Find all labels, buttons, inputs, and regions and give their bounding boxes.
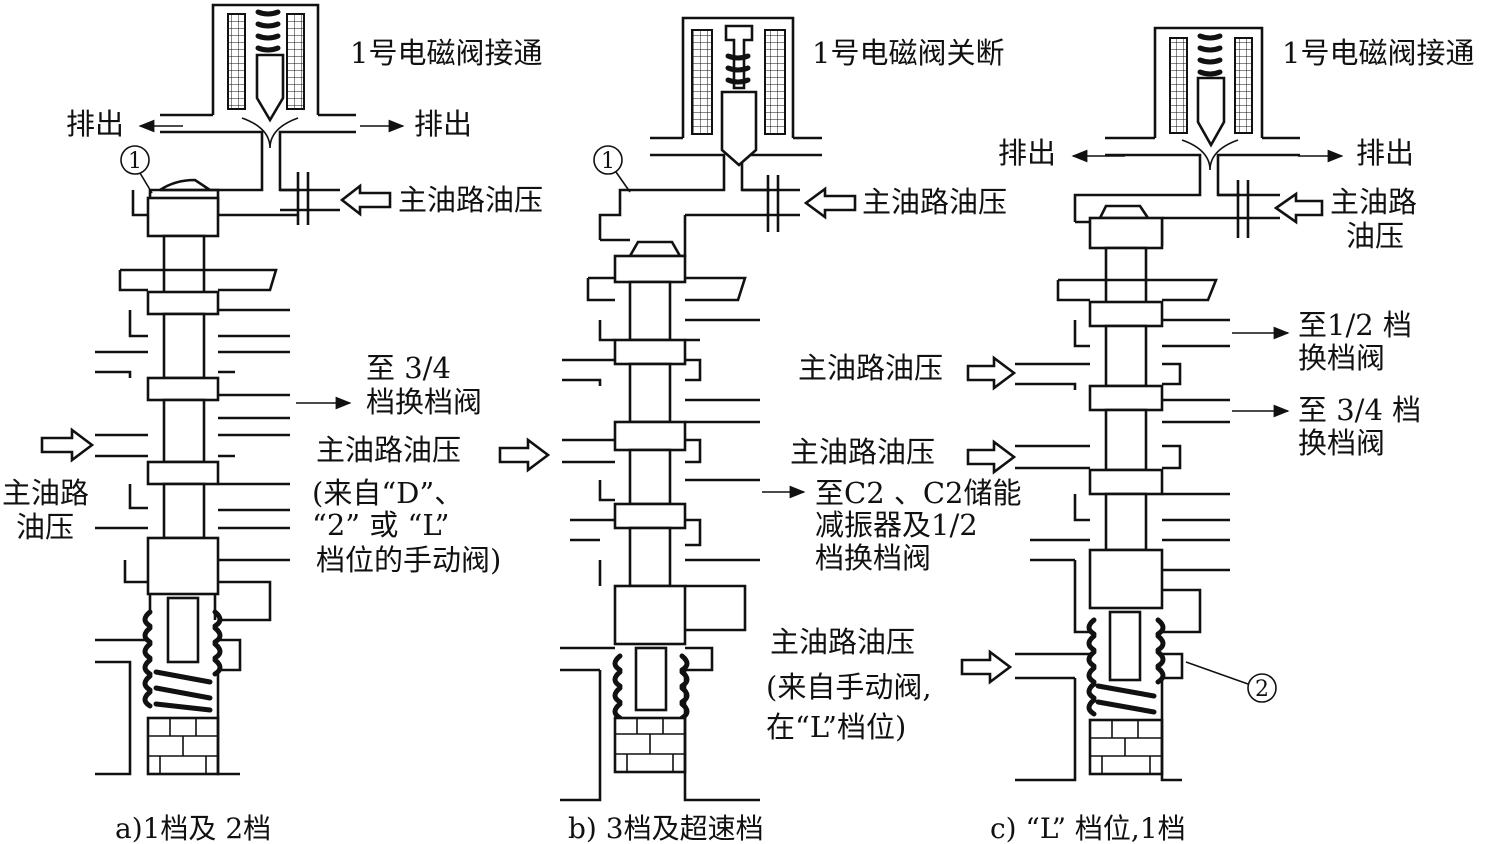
main-pressure-arrow-b (803, 186, 857, 220)
marker-1-b: 1 (601, 149, 615, 174)
outlet-label-b-2: 减振器及1/2 (815, 508, 978, 542)
main-pressure-label-c-2: 油压 (1346, 219, 1404, 253)
solenoid-1-b (598, 16, 822, 240)
solenoid-state-c: 1号电磁阀接通 (1282, 36, 1474, 70)
inlet-arrow-c-2 (966, 439, 1017, 475)
inlet-bottom-label-b-1: 主油路油压 (770, 625, 915, 659)
outlet-label-b-3: 档换档阀 (815, 541, 931, 575)
outlet1-label-c-2: 换档阀 (1298, 341, 1385, 375)
outlet2-label-c-1: 至 3/4 档 (1298, 393, 1421, 427)
inlet-right-label-a-1: 主油路油压 (316, 433, 461, 467)
main-pressure-arrow-a (339, 183, 392, 217)
inlet-bottom-label-b-2: (来自手动阀, (766, 670, 932, 704)
inlet-right-label-a-3: “2” 或 “L” (312, 508, 450, 542)
panel-b: 1 1号电磁阀关断 主油路油压 至C2 、C2储能 减振器及1/2 档换档阀 主… (498, 16, 1022, 844)
exhaust-left-a: 排出 (66, 107, 124, 141)
caption-a: a)1档及 2档 (115, 812, 271, 844)
inlet-right-label-a-2: (来自“D”、 (312, 476, 463, 510)
panel-c: 2 1号电磁阀接通 排出 排出 主油路 油压 至1/2 档 换档阀 至 3/4 … (790, 26, 1474, 844)
exhaust-right-a: 排出 (414, 107, 472, 141)
inlet1-label-c: 主油路油压 (798, 351, 943, 385)
exhaust-left-c: 排出 (998, 136, 1056, 170)
valve-body-b (560, 215, 760, 802)
inlet2-label-c: 主油路油压 (790, 435, 935, 469)
main-pressure-label-a: 主油路油压 (398, 183, 543, 217)
inlet-arrow-c-3 (960, 649, 1013, 685)
marker-2-c: 2 (1255, 677, 1269, 702)
inlet-arrow-c-1 (966, 355, 1017, 391)
valve-body-c (1015, 204, 1230, 782)
exhaust-right-c: 排出 (1356, 136, 1414, 170)
marker-1-a: 1 (128, 149, 142, 174)
inlet-left-arrow-a (40, 427, 95, 463)
outlet1-label-c-1: 至1/2 档 (1298, 308, 1412, 342)
solenoid-state-a: 1号电磁阀接通 (350, 36, 542, 70)
outlet-label-b-1: 至C2 、C2储能 (815, 476, 1022, 510)
outlet-label-a-1: 至 3/4 (366, 351, 451, 385)
inlet-bottom-label-b-3: 在“L”档位) (766, 710, 906, 744)
caption-c: c) “L” 档位,1档 (990, 812, 1186, 844)
main-pressure-label-c-1: 主油路 (1330, 185, 1417, 219)
panel-a: 1 1号电磁阀接通 排出 排出 主油路油压 至 3/4 档换档阀 主油路 油压 … (2, 3, 543, 844)
valve-body-a (95, 178, 298, 776)
solenoid-1-c (1073, 26, 1300, 238)
caption-b: b) 3档及超速档 (568, 812, 764, 844)
inlet-left-label-a-1: 主油路 (2, 476, 89, 510)
solenoid-1-a (148, 3, 356, 225)
inlet-right-label-a-4: 档位的手动阀) (316, 543, 501, 577)
outlet-label-a-2: 档换档阀 (366, 385, 482, 419)
main-pressure-label-b: 主油路油压 (862, 185, 1007, 219)
main-pressure-arrow-c (1273, 191, 1324, 225)
inlet-arrow-b (498, 437, 551, 473)
solenoid-state-b: 1号电磁阀关断 (812, 36, 1004, 70)
outlet2-label-c-2: 换档阀 (1298, 426, 1385, 460)
inlet-left-label-a-2: 油压 (16, 510, 74, 544)
